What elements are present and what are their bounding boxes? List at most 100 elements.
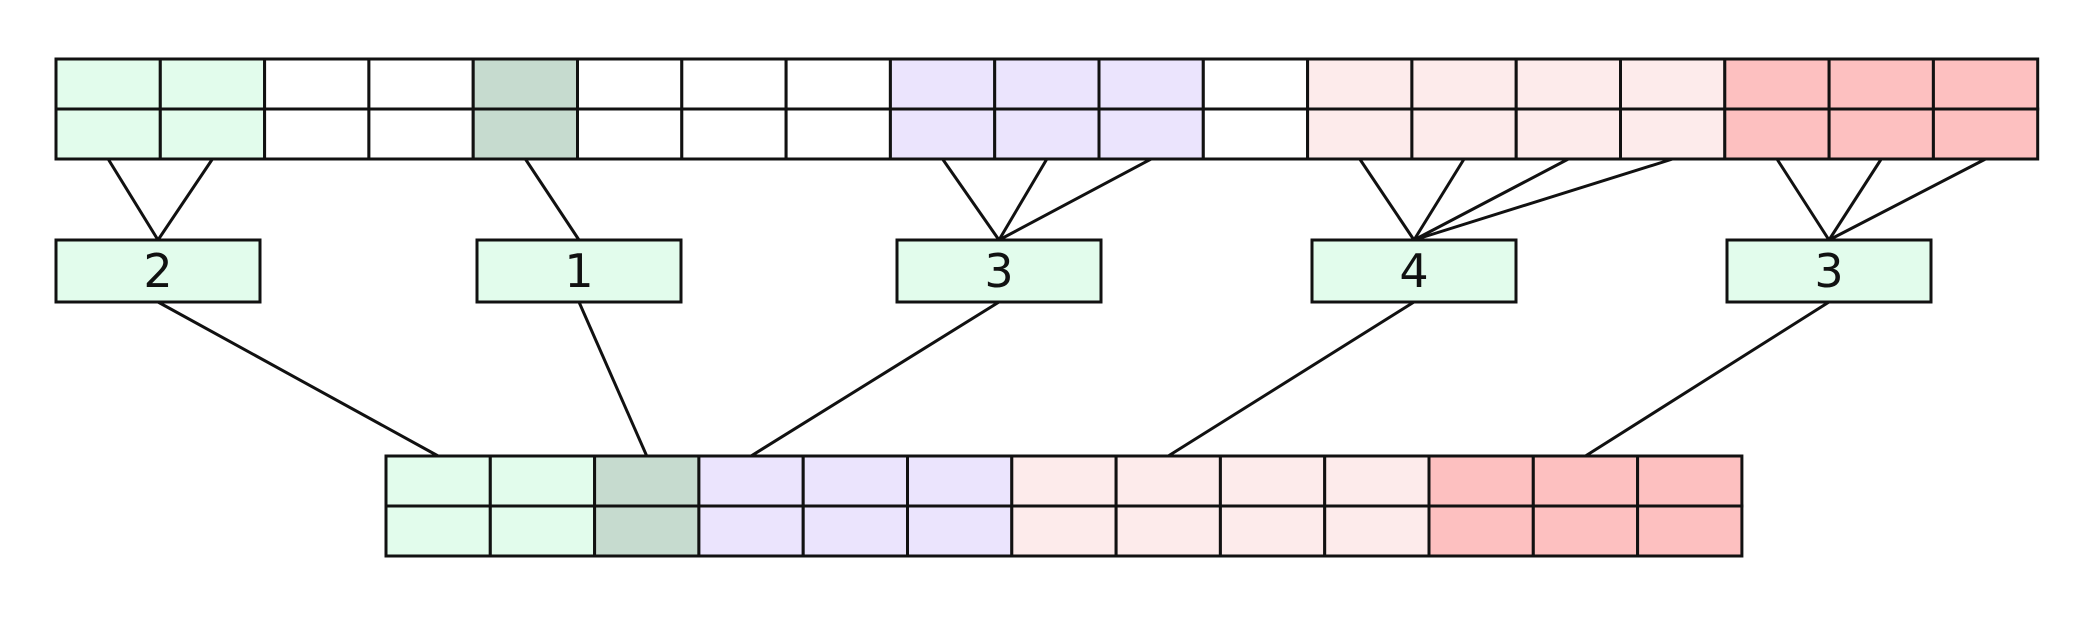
- target-cell-r2-c8: [1114, 504, 1222, 558]
- group-3-input-line-3: [998, 157, 1152, 242]
- target-cell-r2-c12: [1531, 504, 1640, 558]
- source-cell-r1-c15: [1514, 57, 1622, 111]
- source-cell-r2-c1: [54, 107, 162, 161]
- source-cell-r2-c8: [784, 107, 892, 161]
- source-array: [54, 57, 2040, 161]
- group-4-output-line: [1167, 300, 1415, 458]
- group-3-input-line-1: [941, 158, 1001, 241]
- target-cell-r2-c11: [1427, 504, 1535, 558]
- group-box-4-frame: [1310, 238, 1518, 304]
- target-cell-r1-c3: [593, 454, 701, 508]
- source-cell-r1-c12: [1201, 57, 1310, 111]
- source-cell-r2-c11: [1097, 107, 1205, 161]
- connector-lines: [106, 157, 1987, 458]
- group-box-3: 3: [895, 238, 1103, 304]
- target-cell-r2-c4: [697, 504, 805, 558]
- group-3-output-line: [750, 300, 1000, 458]
- source-cell-r1-c19: [1931, 57, 2040, 111]
- group-5-input-line-1: [1775, 158, 1831, 241]
- group-3-input-line-2: [997, 158, 1049, 241]
- group-5-input-line-3: [1828, 157, 1987, 242]
- source-cell-r1-c9: [888, 57, 997, 111]
- group-4-input-line-4: [1413, 157, 1674, 242]
- group-count-label-5: 3: [1814, 244, 1843, 298]
- source-cell-r2-c9: [888, 107, 997, 161]
- source-cell-r2-c3: [263, 107, 371, 161]
- target-cell-r1-c7: [1010, 454, 1118, 508]
- group-1-input-line-2: [156, 158, 214, 241]
- source-cell-r1-c11: [1097, 57, 1205, 111]
- group-count-label-1: 2: [143, 244, 172, 298]
- target-cell-r2-c13: [1636, 504, 1744, 558]
- source-cell-r1-c1: [54, 57, 162, 111]
- target-cell-r2-c6: [906, 504, 1014, 558]
- group-2-input-line-1: [524, 158, 581, 241]
- source-cell-r2-c4: [367, 107, 475, 161]
- source-cell-r1-c2: [158, 57, 267, 111]
- source-cell-r1-c5: [471, 57, 580, 111]
- target-cell-r1-c6: [906, 454, 1014, 508]
- source-cell-r2-c10: [993, 107, 1101, 161]
- group-box-2: 1: [475, 238, 683, 304]
- source-cell-r1-c13: [1306, 57, 1414, 111]
- compacted-array: [384, 454, 1744, 558]
- group-5-input-line-2: [1827, 158, 1883, 241]
- source-cell-r1-c6: [576, 57, 684, 111]
- target-cell-r2-c3: [593, 504, 701, 558]
- source-cell-r1-c17: [1723, 57, 1831, 111]
- target-cell-r2-c10: [1323, 504, 1431, 558]
- group-box-5: 3: [1725, 238, 1933, 304]
- group-box-1-frame: [54, 238, 262, 304]
- source-cell-r1-c10: [993, 57, 1101, 111]
- source-cell-r2-c6: [576, 107, 684, 161]
- source-cell-r2-c15: [1514, 107, 1622, 161]
- target-cell-r1-c8: [1114, 454, 1222, 508]
- source-cell-r2-c5: [471, 107, 580, 161]
- group-2-output-line: [577, 301, 649, 457]
- group-box-2-frame: [475, 238, 683, 304]
- source-cell-r2-c17: [1723, 107, 1831, 161]
- source-cell-r1-c14: [1410, 57, 1518, 111]
- group-4-input-line-3: [1413, 157, 1570, 242]
- source-cell-r1-c18: [1827, 57, 1935, 111]
- target-cell-r1-c10: [1323, 454, 1431, 508]
- source-cell-r2-c16: [1619, 107, 1727, 161]
- source-cell-r1-c8: [784, 57, 892, 111]
- group-box-4: 4: [1310, 238, 1518, 304]
- target-cell-r1-c9: [1218, 454, 1327, 508]
- source-cell-r2-c12: [1201, 107, 1310, 161]
- target-cell-r1-c12: [1531, 454, 1640, 508]
- source-cell-r2-c13: [1306, 107, 1414, 161]
- group-1-output-line: [157, 300, 439, 458]
- group-box-3-frame: [895, 238, 1103, 304]
- group-count-label-3: 3: [984, 244, 1013, 298]
- target-cell-r1-c1: [384, 454, 492, 508]
- source-cell-r2-c7: [680, 107, 788, 161]
- group-count-label-4: 4: [1399, 244, 1428, 298]
- group-4-input-line-1: [1358, 158, 1416, 241]
- source-cell-r2-c19: [1931, 107, 2040, 161]
- group-box-5-frame: [1725, 238, 1933, 304]
- target-cell-r1-c11: [1427, 454, 1535, 508]
- source-cell-r2-c2: [158, 107, 267, 161]
- target-cell-r2-c7: [1010, 504, 1118, 558]
- source-cell-r2-c18: [1827, 107, 1935, 161]
- target-cell-r2-c2: [488, 504, 597, 558]
- target-cell-r2-c9: [1218, 504, 1327, 558]
- target-cell-r2-c5: [801, 504, 910, 558]
- source-cell-r1-c16: [1619, 57, 1727, 111]
- group-4-input-line-2: [1412, 158, 1466, 241]
- group-count-boxes: 2 1 3 4 3: [54, 238, 1933, 304]
- target-cell-r1-c4: [697, 454, 805, 508]
- target-cell-r1-c2: [488, 454, 597, 508]
- source-cell-r2-c14: [1410, 107, 1518, 161]
- group-box-1: 2: [54, 238, 262, 304]
- group-count-label-2: 1: [564, 244, 593, 298]
- group-1-input-line-1: [106, 158, 160, 241]
- source-cell-r1-c4: [367, 57, 475, 111]
- target-cell-r1-c13: [1636, 454, 1744, 508]
- target-cell-r2-c1: [384, 504, 492, 558]
- target-cell-r1-c5: [801, 454, 910, 508]
- group-5-output-line: [1584, 300, 1830, 458]
- source-cell-r1-c7: [680, 57, 788, 111]
